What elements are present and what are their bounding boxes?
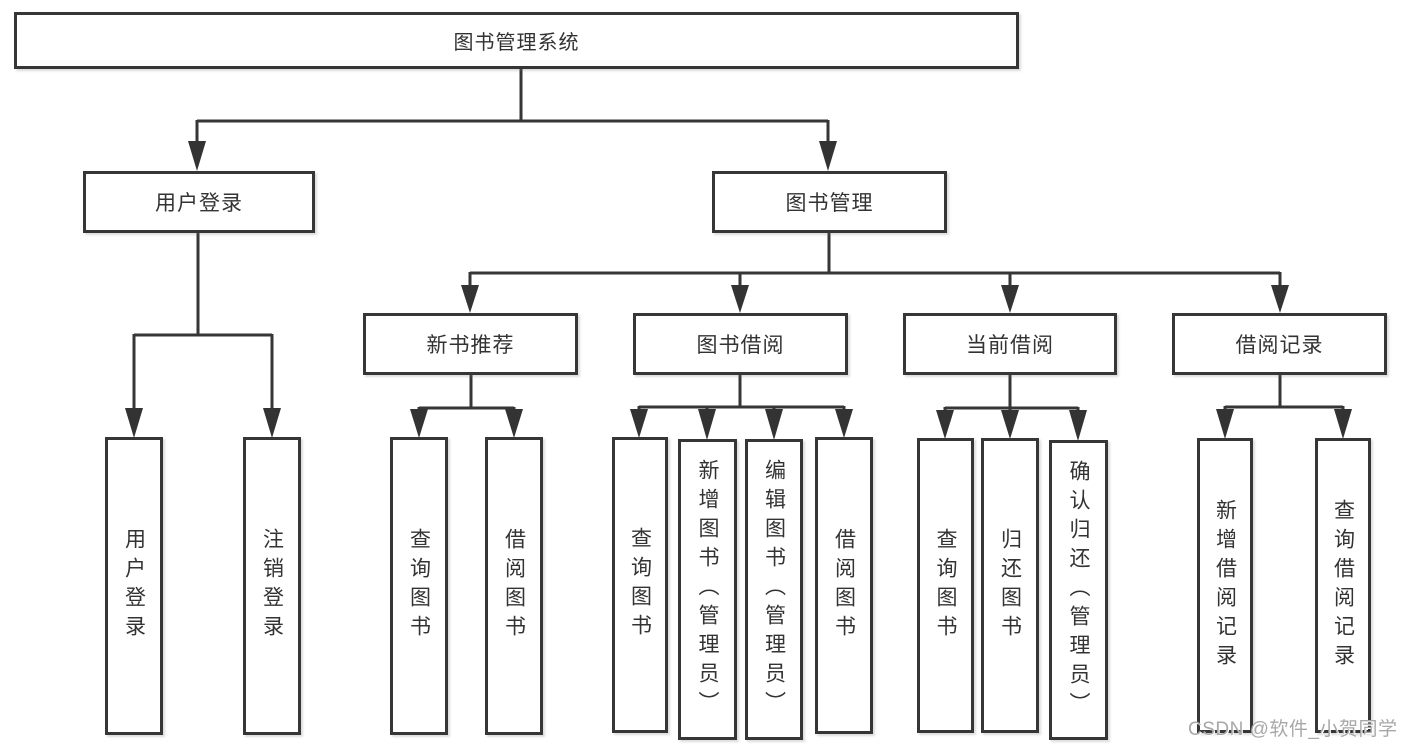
leaf-add-borrow-record-label: 新增借阅记录	[1213, 498, 1237, 673]
node-root-library-system: 图书管理系统	[14, 12, 1019, 69]
node-borrow-record: 借阅记录	[1172, 313, 1387, 375]
node-user-login: 用户登录	[83, 171, 315, 233]
node-borrow-record-label: 借阅记录	[1235, 334, 1324, 357]
node-root-label: 图书管理系统	[453, 32, 580, 54]
leaf-add-book-admin: 新增图书（管理员）	[678, 439, 737, 740]
leaf-logout-label: 注销登录	[260, 528, 284, 644]
node-book-management-label: 图书管理	[785, 192, 874, 215]
leaf-query-book-3-label: 查询图书	[934, 527, 957, 644]
leaf-query-book-1: 查询图书	[390, 437, 448, 735]
leaf-query-book-3: 查询图书	[917, 438, 974, 733]
leaf-user-login-label: 用户登录	[122, 528, 146, 644]
leaf-user-login: 用户登录	[105, 437, 163, 735]
node-current-borrow-label: 当前借阅	[966, 334, 1054, 357]
node-book-borrow-label: 图书借阅	[696, 334, 785, 357]
node-book-borrow: 图书借阅	[633, 313, 848, 375]
leaf-borrow-book-2-label: 借阅图书	[832, 527, 856, 644]
leaf-query-borrow-record-label: 查询借阅记录	[1331, 498, 1355, 673]
leaf-confirm-return-admin: 确认归还（管理员）	[1049, 440, 1108, 740]
node-user-login-label: 用户登录	[155, 192, 243, 215]
leaf-return-book: 归还图书	[981, 438, 1039, 733]
leaf-borrow-book-2: 借阅图书	[815, 437, 873, 734]
node-new-book-recommend: 新书推荐	[363, 313, 578, 375]
leaf-return-book-label: 归还图书	[998, 527, 1022, 644]
leaf-logout: 注销登录	[243, 437, 301, 735]
leaf-confirm-return-admin-label: 确认归还（管理员）	[1067, 459, 1090, 721]
leaf-query-book-2-label: 查询图书	[628, 527, 652, 643]
leaf-query-borrow-record: 查询借阅记录	[1315, 438, 1371, 733]
leaf-add-book-admin-label: 新增图书（管理员）	[696, 459, 719, 720]
leaf-borrow-book-1: 借阅图书	[485, 437, 543, 735]
leaf-edit-book-admin-label: 编辑图书（管理员）	[762, 459, 786, 720]
leaf-add-borrow-record: 新增借阅记录	[1197, 438, 1253, 733]
node-current-borrow: 当前借阅	[903, 313, 1117, 375]
csdn-watermark: CSDN @软件_小贺同学	[1188, 719, 1398, 740]
leaf-borrow-book-1-label: 借阅图书	[502, 528, 526, 644]
leaf-edit-book-admin: 编辑图书（管理员）	[745, 439, 803, 740]
leaf-query-book-1-label: 查询图书	[407, 528, 431, 644]
node-book-management: 图书管理	[712, 171, 947, 233]
node-new-book-recommend-label: 新书推荐	[426, 334, 515, 357]
leaf-query-book-2: 查询图书	[612, 437, 668, 733]
